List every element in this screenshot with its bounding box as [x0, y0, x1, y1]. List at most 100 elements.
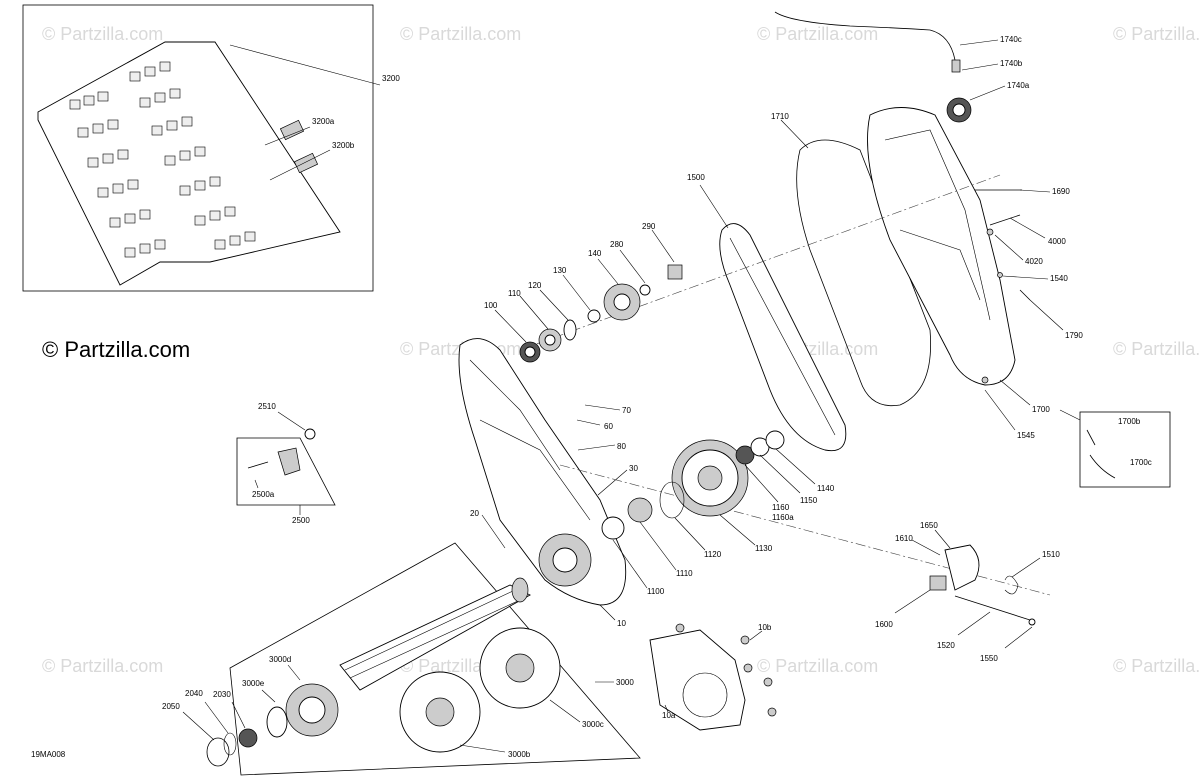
- part-1140: [765, 430, 785, 450]
- callout-1790: 1790: [1065, 331, 1083, 340]
- copyright-notice: © Partzilla.com: [42, 337, 191, 362]
- diagram-code: 19MA008: [31, 750, 66, 759]
- callout-280: 280: [610, 240, 624, 249]
- callout-1150: 1150: [800, 496, 818, 505]
- callout-1110: 1110: [676, 569, 693, 578]
- callout-3000c: 3000c: [582, 720, 604, 729]
- part-280: [639, 284, 651, 296]
- callout-1120: 1120: [704, 550, 722, 559]
- callout-10: 10: [617, 619, 626, 628]
- nut-2510: [304, 428, 316, 440]
- track-inset: 3200 3200a 3200b: [22, 4, 400, 292]
- clip-120: [563, 319, 577, 341]
- hose-fitting-1740b: [951, 59, 961, 73]
- leader-3200: [229, 44, 381, 86]
- callout-3000e: 3000e: [242, 679, 265, 688]
- callout-1610: 1610: [895, 534, 913, 543]
- callout-1740c: 1740c: [1000, 35, 1022, 44]
- callout-2030: 2030: [213, 690, 231, 699]
- callout-1130: 1130: [755, 544, 773, 553]
- callout-100: 100: [484, 301, 498, 310]
- drive-axle-3000a: [339, 584, 531, 691]
- callout-10b: 10b: [758, 623, 772, 632]
- clip-1120: [659, 481, 685, 519]
- callout-2040: 2040: [185, 689, 203, 698]
- watermark: © Partzilla.com: [757, 24, 878, 44]
- part-130: [587, 309, 601, 323]
- watermark: © Partzilla.com: [757, 656, 878, 676]
- inner-cover-10a: 10b 10a: [649, 623, 777, 731]
- callout-10a: 10a: [662, 711, 676, 720]
- callout-3000d: 3000d: [269, 655, 291, 664]
- callout-1700c: 1700c: [1130, 458, 1152, 467]
- callout-1500: 1500: [687, 173, 705, 182]
- watermark: © Partzilla.com: [400, 24, 521, 44]
- tensioner-group: 1650 1610 1510 1600 1520 1550: [875, 521, 1060, 663]
- callout-2500a: 2500a: [252, 490, 275, 499]
- part-2030: [238, 728, 258, 748]
- part-1160: [735, 445, 755, 465]
- bracket-group-2500: 2510 2500a 2500: [236, 402, 336, 525]
- part-1100: [601, 516, 625, 540]
- callout-1510: 1510: [1042, 550, 1060, 559]
- watermark: © Partzilla.com: [42, 656, 163, 676]
- callout-30: 30: [629, 464, 638, 473]
- watermark: © Partzilla.com: [42, 24, 163, 44]
- callout-1740a: 1740a: [1007, 81, 1030, 90]
- chaincase-housing-10: 70 60 80 30 20 10: [458, 338, 638, 628]
- callout-110: 110: [508, 289, 521, 298]
- callout-1550: 1550: [980, 654, 998, 663]
- callout-70: 70: [622, 406, 631, 415]
- drive-axle-inset-frame: [229, 542, 641, 776]
- callout-3000: 3000: [616, 678, 634, 687]
- track-clips: [69, 61, 256, 258]
- gasket-1710: [796, 139, 931, 407]
- callout-20: 20: [470, 509, 479, 518]
- callout-2500: 2500: [292, 516, 310, 525]
- callout-2050: 2050: [162, 702, 180, 711]
- part-2040: [223, 732, 237, 756]
- callout-1710: 1710: [771, 112, 789, 121]
- callout-1690: 1690: [1052, 187, 1070, 196]
- callout-4020: 4020: [1025, 257, 1043, 266]
- callout-1600: 1600: [875, 620, 893, 629]
- callout-1700b: 1700b: [1118, 417, 1141, 426]
- callout-1650: 1650: [920, 521, 938, 530]
- drive-axle-group: 3000d 3000e 2030 2040 2050 3000b 3000c 3…: [162, 542, 641, 776]
- callout-4000: 4000: [1048, 237, 1066, 246]
- callout-120: 120: [528, 281, 542, 290]
- callout-1140: 1140: [817, 484, 835, 493]
- watermark: © Partzilla.com: [1113, 339, 1200, 359]
- track-inset-frame: [22, 4, 374, 292]
- callout-3200: 3200: [382, 74, 400, 83]
- bearing-1110: [627, 497, 653, 523]
- callout-1740b: 1740b: [1000, 59, 1023, 68]
- adjuster-bolt-1520: [954, 595, 1031, 621]
- lower-sprocket-stack: 1160 1160a 1150 1140 1130 1120 1110 1100: [559, 430, 1051, 596]
- callout-1700: 1700: [1032, 405, 1050, 414]
- part-290: [667, 264, 683, 280]
- bracket-2500: [277, 447, 301, 476]
- bracket-inset-frame: [236, 437, 336, 506]
- callout-3200a: 3200a: [312, 117, 335, 126]
- callout-1160a: 1160a: [772, 513, 794, 522]
- watermark-layer: © Partzilla.com © Partzilla.com © Partzi…: [42, 24, 1200, 676]
- watermark: © Partzilla.com: [1113, 656, 1200, 676]
- callout-3000b: 3000b: [508, 750, 531, 759]
- callout-1520: 1520: [937, 641, 955, 650]
- callout-140: 140: [588, 249, 602, 258]
- track-stud-3200b: [293, 152, 319, 174]
- tensioner-1610: [944, 544, 980, 591]
- tensioner-block-1600: [929, 575, 947, 591]
- callout-80: 80: [617, 442, 626, 451]
- track-clip-3200a: [279, 119, 305, 141]
- callout-60: 60: [604, 422, 613, 431]
- leader-3200b: [269, 149, 331, 181]
- callout-290: 290: [642, 222, 656, 231]
- callout-130: 130: [553, 266, 567, 275]
- cover-detail-inset: [1079, 411, 1171, 488]
- bolt-2500a: [247, 461, 269, 469]
- callout-2510: 2510: [258, 402, 276, 411]
